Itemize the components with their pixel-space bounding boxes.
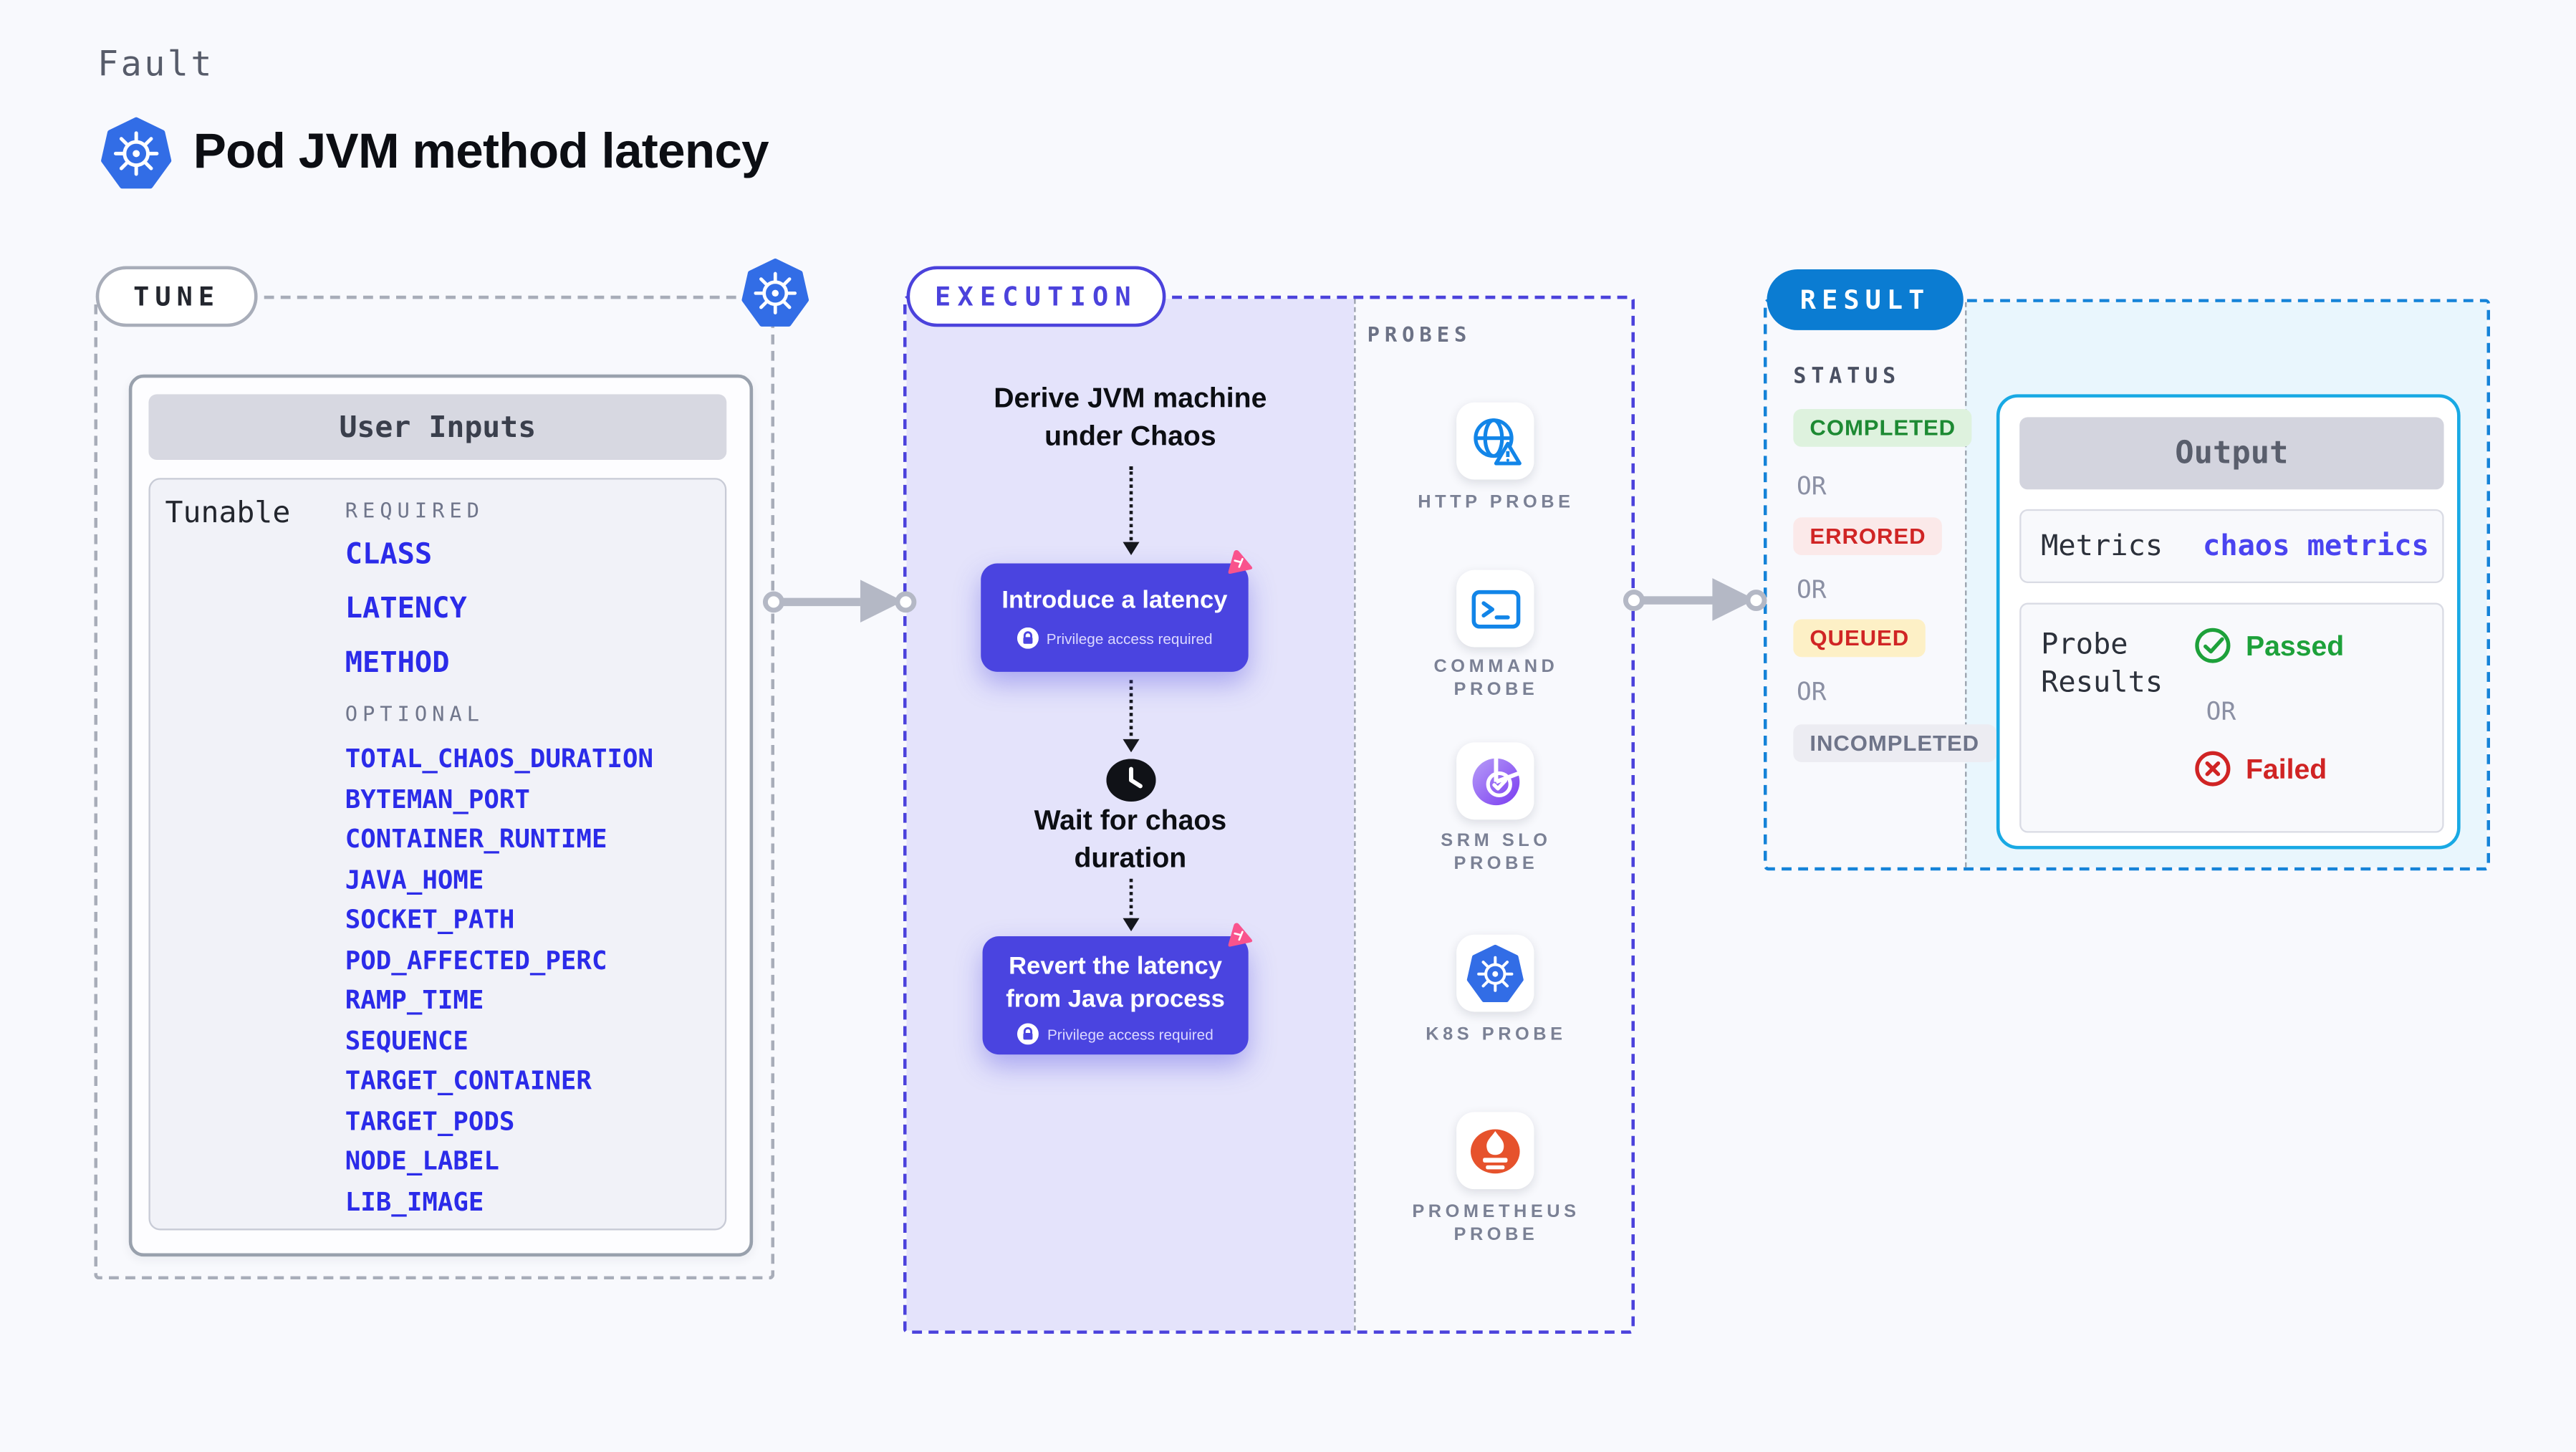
- clock-icon: [1106, 759, 1156, 802]
- param-target-pods: TARGET_PODS: [345, 1106, 515, 1136]
- status-badge-completed: COMPLETED: [1793, 408, 1973, 447]
- srm-slo-probe-card: [1456, 742, 1534, 820]
- page-title: Pod JVM method latency: [193, 125, 769, 179]
- tunable-panel: Tunable REQUIRED CLASS LATENCY METHOD OP…: [148, 478, 727, 1231]
- dotted-arrow: [1129, 878, 1133, 922]
- slo-pie-icon: [1466, 751, 1525, 811]
- lock-icon: [1017, 1023, 1039, 1045]
- chaos-badge-icon: [1221, 544, 1256, 580]
- prometheus-probe-card: [1456, 1112, 1534, 1190]
- tune-pill: TUNE: [95, 266, 258, 327]
- chaos-badge-icon: [1221, 917, 1256, 952]
- command-probe-card: [1456, 569, 1534, 648]
- probe-or: OR: [2206, 696, 2236, 726]
- arrow-tune-to-execution: [762, 577, 917, 628]
- probes-divider: [1354, 299, 1356, 1331]
- param-target-container: TARGET_CONTAINER: [345, 1066, 592, 1096]
- status-or: OR: [1796, 471, 1827, 501]
- dotted-arrow: [1129, 680, 1133, 743]
- k8s-probe-card: [1456, 934, 1534, 1012]
- tune-zone: [94, 295, 775, 1280]
- status-badge-queued: QUEUED: [1793, 619, 1926, 658]
- prometheus-probe-label: PROMETHEUS PROBE: [1412, 1202, 1580, 1246]
- execution-pill: EXECUTION: [906, 266, 1166, 327]
- dotted-arrow-head: [1122, 542, 1139, 556]
- passed-label: Passed: [2245, 630, 2345, 663]
- param-node-label: NODE_LABEL: [345, 1146, 499, 1176]
- kubernetes-icon: [101, 117, 172, 191]
- probe-results-row: Probe Results Passed OR Failed: [2019, 602, 2444, 833]
- param-method: METHOD: [345, 647, 450, 681]
- output-card: Output Metrics chaos metrics Probe Resul…: [1996, 394, 2461, 850]
- status-or: OR: [1796, 574, 1827, 605]
- metrics-value: chaos metrics: [2203, 530, 2429, 564]
- dotted-arrow-head: [1122, 918, 1139, 932]
- k8s-probe-label: K8S PROBE: [1426, 1024, 1567, 1045]
- optional-label: OPTIONAL: [345, 701, 484, 726]
- tunable-label: Tunable: [165, 496, 291, 531]
- step-wait-duration: Wait for chaos duration: [1034, 804, 1227, 873]
- action-title: Introduce a latency: [1001, 586, 1228, 615]
- param-java-home: JAVA_HOME: [345, 865, 484, 895]
- prometheus-icon: [1465, 1122, 1526, 1178]
- failed-label: Failed: [2245, 754, 2327, 786]
- http-probe-card: [1456, 402, 1534, 480]
- fault-eyebrow: Fault: [97, 44, 215, 84]
- param-latency: LATENCY: [345, 592, 467, 626]
- privilege-note: Privilege access required: [1047, 1025, 1213, 1042]
- result-pill: RESULT: [1767, 269, 1964, 330]
- output-header: Output: [2019, 417, 2444, 490]
- status-badge-incompleted: INCOMPLETED: [1793, 724, 1996, 762]
- user-inputs-header: User Inputs: [148, 394, 727, 461]
- status-divider: [1965, 302, 1967, 867]
- kubernetes-icon: [1466, 943, 1524, 1003]
- param-column: REQUIRED CLASS LATENCY METHOD OPTIONAL T…: [345, 498, 717, 1222]
- user-inputs-card: User Inputs Tunable REQUIRED CLASS LATEN…: [128, 374, 754, 1257]
- terminal-icon: [1466, 579, 1525, 638]
- x-circle-icon: [2193, 749, 2232, 789]
- action-title: Revert the latency from Java process: [1006, 952, 1225, 1014]
- status-badge-errored: ERRORED: [1793, 517, 1943, 556]
- check-circle-icon: [2193, 626, 2232, 665]
- param-class: CLASS: [345, 539, 433, 572]
- param-byteman-port: BYTEMAN_PORT: [345, 784, 530, 814]
- param-ramp-time: RAMP_TIME: [345, 985, 484, 1016]
- param-pod-affected-perc: POD_AFFECTED_PERC: [345, 945, 607, 975]
- param-sequence: SEQUENCE: [345, 1025, 468, 1056]
- action-revert-latency: Revert the latency from Java process Pri…: [982, 923, 1253, 1055]
- kubernetes-corner-icon: [741, 258, 809, 329]
- step-derive-jvm: Derive JVM machine under Chaos: [994, 383, 1267, 451]
- globe-alert-icon: [1466, 411, 1525, 471]
- lock-icon: [1017, 627, 1039, 649]
- srm-slo-probe-label: SRM SLO PROBE: [1441, 831, 1552, 874]
- status-label: STATUS: [1793, 365, 1901, 390]
- param-lib-image: LIB_IMAGE: [345, 1186, 484, 1216]
- action-introduce-latency: Introduce a latency Privilege access req…: [981, 549, 1253, 672]
- metrics-row: Metrics chaos metrics: [2019, 509, 2444, 584]
- param-socket-path: SOCKET_PATH: [345, 905, 515, 935]
- metrics-label: Metrics: [2041, 530, 2163, 564]
- execution-zone: Derive JVM machine under Chaos Introduce…: [903, 295, 1635, 1334]
- probes-label: PROBES: [1367, 322, 1472, 347]
- param-container-runtime: CONTAINER_RUNTIME: [345, 824, 607, 855]
- privilege-note: Privilege access required: [1046, 630, 1213, 647]
- command-probe-label: COMMAND PROBE: [1433, 657, 1559, 700]
- param-total-chaos-duration: TOTAL_CHAOS_DURATION: [345, 744, 654, 774]
- probe-results-label: Probe Results: [2041, 629, 2163, 700]
- arrow-execution-to-result: [1623, 575, 1767, 626]
- status-or: OR: [1796, 676, 1827, 706]
- dotted-arrow-head: [1122, 739, 1139, 753]
- http-probe-label: HTTP PROBE: [1418, 492, 1575, 513]
- required-label: REQUIRED: [345, 497, 484, 523]
- dotted-arrow: [1129, 466, 1133, 546]
